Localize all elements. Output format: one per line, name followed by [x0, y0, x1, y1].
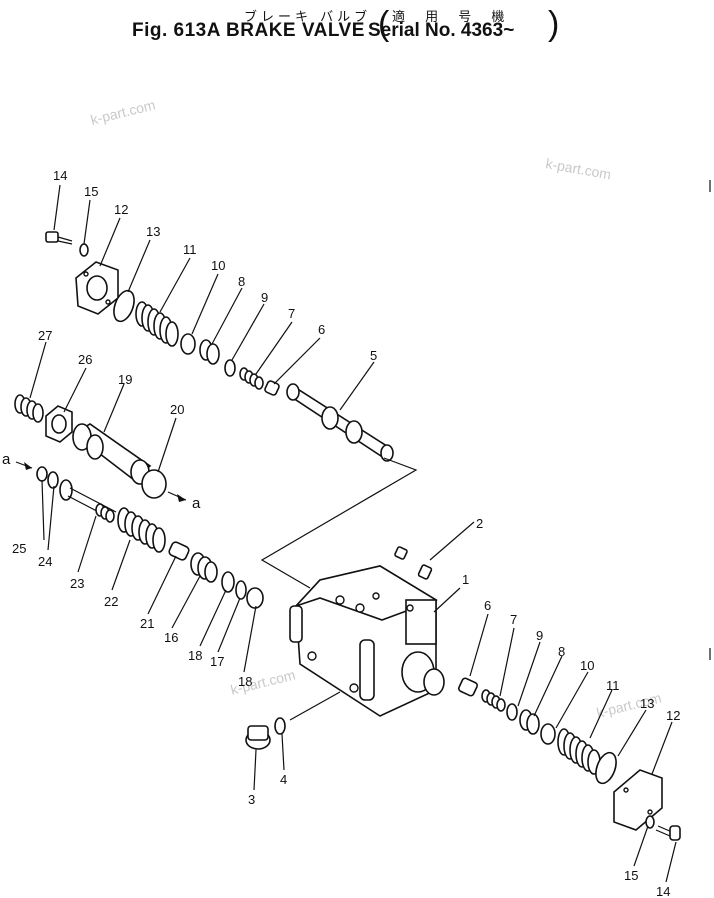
bolt-icon — [45, 231, 73, 245]
washer-icon — [645, 815, 655, 829]
callout-label: 9 — [261, 290, 268, 305]
callout-label: 25 — [12, 541, 26, 556]
serial-number: Serial No. 4363~ — [368, 20, 515, 41]
guide-line — [260, 457, 418, 589]
callout-label: 13 — [146, 224, 160, 239]
japanese-applicable: 適 用 号 機 — [392, 10, 513, 25]
callout-label: 6 — [484, 598, 491, 613]
callout-label: 22 — [104, 594, 118, 609]
o-ring-icon — [506, 703, 518, 721]
plug-icon — [417, 564, 433, 580]
callout-label: 20 — [170, 402, 184, 417]
callout-label: 21 — [140, 616, 154, 631]
callout-label: 24 — [38, 554, 52, 569]
close-paren: ) — [548, 5, 560, 43]
callout-label: 6 — [318, 322, 325, 337]
callout-label: 27 — [38, 328, 52, 343]
arrow-icon — [24, 462, 32, 470]
callout-label: 18 — [188, 648, 202, 663]
callout-label: 18 — [238, 674, 252, 689]
spring-icon — [14, 394, 44, 423]
retainer-icon — [540, 723, 556, 745]
retainer-icon — [180, 333, 196, 355]
retainer-icon — [221, 571, 235, 593]
spring-icon — [481, 689, 506, 712]
callout-label: 16 — [164, 630, 178, 645]
watermark: k-part.com — [89, 96, 157, 128]
seat-icon — [199, 339, 220, 365]
callout-label: 5 — [370, 348, 377, 363]
o-ring-icon — [595, 751, 617, 785]
plug-icon — [245, 725, 271, 750]
callout-label: 9 — [536, 628, 543, 643]
washer-icon — [246, 587, 264, 609]
japanese-title: ブレーキ バルブ — [244, 10, 372, 25]
callout-label: 12 — [666, 708, 680, 723]
callout-label: 11 — [183, 242, 197, 257]
o-ring-icon — [274, 717, 286, 735]
callout-label: 12 — [114, 202, 128, 217]
rod-icon — [59, 479, 117, 523]
o-ring-icon — [141, 469, 167, 499]
figure-title: Fig. 613A BRAKE VALVE — [132, 20, 365, 41]
seat-icon — [519, 709, 540, 735]
callout-label: 11 — [606, 678, 620, 693]
callout-label: a — [192, 495, 201, 512]
callout-label: 2 — [476, 516, 483, 531]
bolt-icon — [655, 825, 681, 841]
nut-icon — [45, 405, 73, 443]
leader-lines — [29, 184, 677, 883]
cover-plate-icon — [613, 769, 663, 831]
callout-label: 19 — [118, 372, 132, 387]
spring-icon — [557, 728, 601, 775]
leader-line — [289, 691, 341, 721]
plug-icon — [394, 546, 408, 560]
callout-label: 7 — [288, 306, 295, 321]
sleeve-icon — [72, 423, 152, 485]
callout-label: 4 — [280, 772, 287, 787]
callout-label: 14 — [53, 168, 67, 183]
o-ring-icon — [47, 471, 59, 489]
callout-label: a — [2, 451, 11, 468]
o-ring-icon — [235, 580, 247, 600]
callout-label: 8 — [238, 274, 245, 289]
callout-label: 8 — [558, 644, 565, 659]
watermark: k-part.com — [544, 155, 612, 182]
o-ring-icon — [224, 359, 236, 377]
plunger-icon — [457, 677, 479, 697]
diagram-header: ブレーキ バルブ ( 適 用 号 機 ) Fig. 613A BRAKE VAL… — [0, 0, 714, 50]
spring-icon — [117, 507, 166, 553]
callout-label: 14 — [656, 884, 670, 898]
callout-label: 10 — [211, 258, 225, 273]
washer-icon — [36, 466, 48, 482]
callout-label: 1 — [462, 572, 469, 587]
callout-label: 23 — [70, 576, 84, 591]
callout-label: 10 — [580, 658, 594, 673]
o-ring-icon — [113, 289, 135, 323]
callout-label: 3 — [248, 792, 255, 807]
plunger-icon — [264, 380, 280, 396]
piston-icon — [168, 541, 190, 561]
seat-icon — [190, 552, 218, 583]
callout-label: 15 — [84, 184, 98, 199]
valve-body-icon — [289, 565, 445, 717]
open-paren: ( — [378, 5, 390, 43]
washer-icon — [79, 243, 89, 257]
callout-labels: 14 15 12 13 11 10 8 9 7 6 5 27 26 19 20 … — [2, 168, 680, 898]
arrow-icon — [177, 494, 186, 502]
cover-plate-icon — [75, 261, 119, 315]
callout-label: 26 — [78, 352, 92, 367]
callout-label: 13 — [640, 696, 654, 711]
spring-icon — [239, 367, 264, 390]
callout-label: 17 — [210, 654, 224, 669]
spool-icon — [286, 383, 394, 462]
spring-icon — [135, 301, 179, 347]
callout-label: 7 — [510, 612, 517, 627]
callout-label: 15 — [624, 868, 638, 883]
